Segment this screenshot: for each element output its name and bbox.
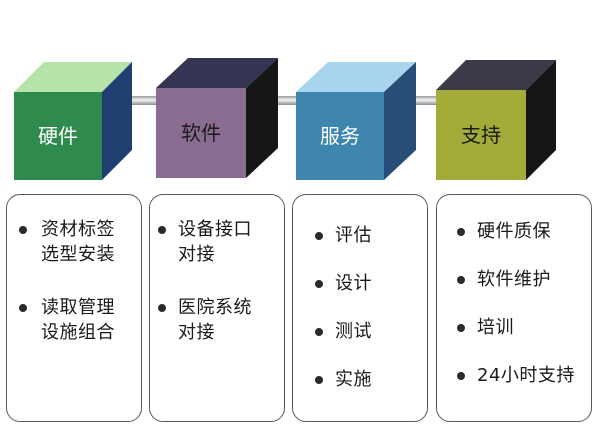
cube-top-face	[436, 60, 556, 90]
cube-software: 软件	[156, 58, 278, 178]
bullet-dot-icon	[457, 324, 465, 332]
list-item-text: 24小时支持	[477, 365, 575, 386]
bullet-dot-icon	[315, 328, 323, 336]
list-item-text: 软件维护	[477, 269, 551, 290]
list-item-text: 测试	[335, 321, 372, 342]
card-service: 评估设计测试实施	[292, 194, 428, 422]
bullet-dot-icon	[315, 280, 323, 288]
cube-top-face	[296, 62, 416, 92]
bullet-dot-icon	[158, 304, 166, 312]
cube-support: 支持	[436, 60, 556, 180]
cube-service: 服务	[296, 62, 416, 180]
cube-front-face	[296, 92, 384, 180]
list-item-text: 评估	[335, 225, 372, 246]
cube-label-software: 软件	[181, 121, 221, 145]
bullet-dot-icon	[158, 226, 166, 234]
bullet-dot-icon	[19, 226, 27, 234]
list-item-text: 硬件质保	[477, 221, 551, 242]
list-item-text: 读取管理 设施组合	[41, 297, 115, 343]
card-software: 设备接口 对接医院系统 对接	[149, 194, 285, 422]
cube-label-hardware: 硬件	[38, 124, 78, 148]
cube-front-face	[436, 90, 526, 180]
cube-hardware: 硬件	[14, 62, 132, 180]
cube-front-face	[156, 88, 246, 178]
list-item-text: 设计	[335, 273, 372, 294]
cube-label-service: 服务	[320, 124, 360, 148]
bullet-dot-icon	[457, 276, 465, 284]
cube-row: 硬件 软件 服务 支持	[14, 58, 556, 180]
cube-side-face	[526, 60, 556, 180]
card-support: 硬件质保软件维护培训 24小时支持	[436, 194, 592, 422]
list-item-text: 医院系统 对接	[178, 297, 252, 343]
bullet-dot-icon	[457, 228, 465, 236]
cube-label-support: 支持	[461, 123, 501, 147]
bullet-dot-icon	[457, 372, 465, 380]
list-item-text: 设备接口 对接	[178, 219, 252, 265]
cube-side-face	[102, 62, 132, 180]
list-item-text: 实施	[335, 369, 372, 390]
cube-side-face	[384, 62, 416, 180]
list-item-text: 资材标签 选型安装	[41, 219, 115, 265]
cube-top-face	[156, 58, 278, 88]
bullet-dot-icon	[19, 304, 27, 312]
list-item-text: 培训	[477, 317, 514, 338]
bullet-dot-icon	[315, 232, 323, 240]
cube-top-face	[14, 62, 132, 92]
cube-side-face	[246, 58, 278, 178]
bullet-dot-icon	[315, 376, 323, 384]
cube-front-face	[14, 92, 102, 180]
card-hardware: 资材标签 选型安装读取管理 设施组合	[6, 194, 142, 422]
